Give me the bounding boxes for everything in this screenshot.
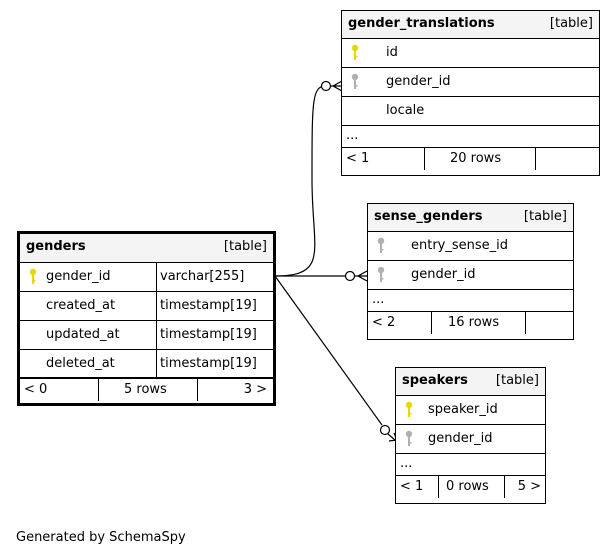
column-row[interactable]: gender_id <box>368 261 573 290</box>
foreign-key-icon <box>351 73 359 89</box>
column-row[interactable]: id <box>342 39 599 68</box>
column-type: timestamp[19] <box>156 321 257 349</box>
table-speakers[interactable]: speakers [table] speaker_id gender_id ..… <box>395 367 546 504</box>
column-type: timestamp[19] <box>156 292 257 320</box>
column-row[interactable]: deleted_at timestamp[19] <box>20 350 273 379</box>
parents-count[interactable]: < 2 <box>372 315 396 330</box>
row-count: 20 rows <box>450 151 502 166</box>
column-name: gender_id <box>428 431 493 446</box>
table-name: genders <box>26 239 86 254</box>
table-gender-translations[interactable]: gender_translations [table] id gender_id… <box>341 10 600 176</box>
table-footer: < 0 5 rows 3 > <box>20 379 273 401</box>
column-name: speaker_id <box>428 402 498 417</box>
footer-divider <box>525 312 526 334</box>
column-row[interactable]: created_at timestamp[19] <box>20 292 273 321</box>
footer-divider <box>438 476 439 498</box>
table-footer: < 1 20 rows <box>342 148 599 170</box>
row-count: 0 rows <box>446 479 489 494</box>
children-count[interactable]: 3 > <box>243 382 267 397</box>
foreign-key-icon <box>377 266 385 282</box>
relation-optional-marker <box>379 424 391 436</box>
table-kind: [table] <box>523 209 567 224</box>
column-name: gender_id <box>46 269 111 284</box>
column-name: gender_id <box>411 267 476 282</box>
column-row[interactable]: gender_id <box>342 68 599 97</box>
primary-key-icon <box>405 401 413 417</box>
table-footer: < 1 0 rows 5 > <box>396 476 545 498</box>
parents-count[interactable]: < 1 <box>400 479 424 494</box>
row-count: 5 rows <box>124 382 167 397</box>
table-name: gender_translations <box>348 16 495 31</box>
column-row[interactable]: locale <box>342 97 599 126</box>
column-row[interactable]: entry_sense_id <box>368 232 573 261</box>
footer-divider <box>535 148 536 170</box>
table-name: speakers <box>402 373 468 388</box>
relation-optional-marker <box>344 270 356 282</box>
table-name: sense_genders <box>374 209 483 224</box>
table-kind: [table] <box>549 16 593 31</box>
table-genders[interactable]: genders [table] gender_id varchar[255] c… <box>17 231 276 406</box>
footer-divider <box>98 379 99 401</box>
column-type: timestamp[19] <box>156 350 257 377</box>
parents-count[interactable]: < 0 <box>24 382 48 397</box>
foreign-key-icon <box>377 237 385 253</box>
table-kind: [table] <box>223 239 267 254</box>
column-name: id <box>386 45 398 60</box>
footer-divider <box>504 476 505 498</box>
table-header: genders [table] <box>20 234 273 263</box>
primary-key-icon <box>351 44 359 60</box>
parents-count[interactable]: < 1 <box>346 151 370 166</box>
row-count: 16 rows <box>448 315 500 330</box>
generated-by-label: Generated by SchemaSpy <box>16 530 186 545</box>
primary-key-icon <box>29 268 37 284</box>
column-name: gender_id <box>386 74 451 89</box>
table-sense-genders[interactable]: sense_genders [table] entry_sense_id gen… <box>367 203 574 340</box>
column-name: updated_at <box>46 327 120 342</box>
more-columns-ellipsis: ... <box>368 290 573 312</box>
foreign-key-icon <box>405 430 413 446</box>
column-name: locale <box>386 103 425 118</box>
footer-divider <box>197 379 198 401</box>
table-footer: < 2 16 rows <box>368 312 573 334</box>
footer-divider <box>431 312 432 334</box>
column-row[interactable]: gender_id <box>396 425 545 454</box>
relation-many-marker <box>355 270 368 282</box>
relation-gender-translations <box>274 85 327 277</box>
column-name: entry_sense_id <box>411 238 509 253</box>
column-row[interactable]: speaker_id <box>396 396 545 425</box>
children-count[interactable]: 5 > <box>517 479 541 494</box>
more-columns-ellipsis: ... <box>396 454 545 476</box>
table-header: sense_genders [table] <box>368 204 573 232</box>
column-row[interactable]: updated_at timestamp[19] <box>20 321 273 350</box>
relation-speakers <box>274 275 383 426</box>
table-kind: [table] <box>495 373 539 388</box>
footer-divider <box>424 148 425 170</box>
relation-optional-marker <box>320 80 332 92</box>
column-name: created_at <box>46 298 116 313</box>
column-row[interactable]: gender_id varchar[255] <box>20 263 273 292</box>
table-header: speakers [table] <box>396 368 545 396</box>
column-name: deleted_at <box>46 356 115 371</box>
relation-many-marker <box>331 80 343 92</box>
column-type: varchar[255] <box>156 263 244 291</box>
more-columns-ellipsis: ... <box>342 126 599 148</box>
table-header: gender_translations [table] <box>342 11 599 39</box>
